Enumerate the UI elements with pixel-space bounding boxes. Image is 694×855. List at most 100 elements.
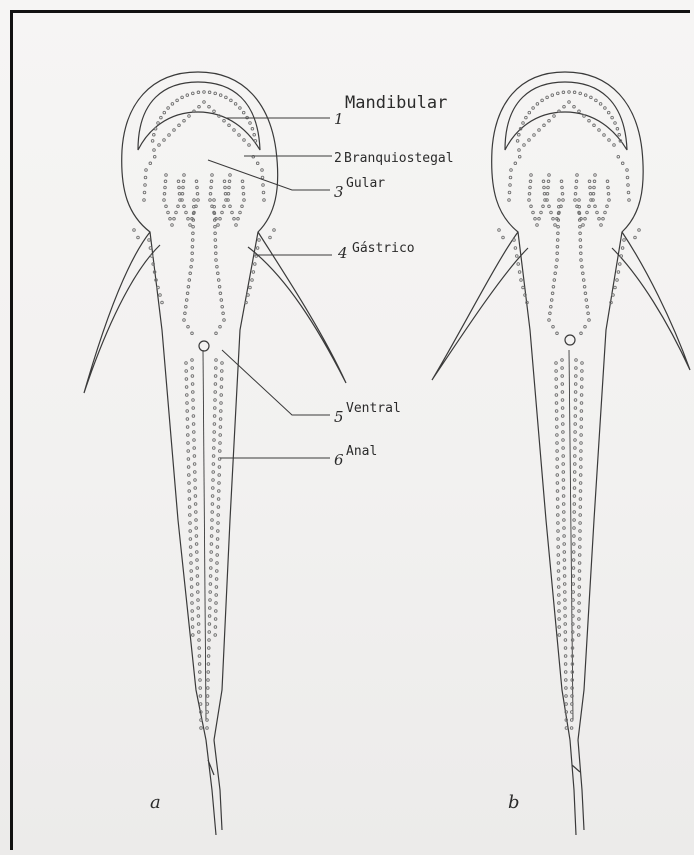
sensory-pore-dot	[191, 259, 194, 262]
sensory-pore-dot	[618, 134, 621, 137]
fish-a-barbel-left	[84, 232, 160, 393]
sensory-pore-dot	[573, 503, 576, 506]
sensory-pore-dot	[198, 655, 201, 658]
sensory-pore-dot	[239, 211, 242, 214]
sensory-pore-dot	[238, 134, 241, 137]
sensory-pore-dot	[590, 96, 593, 99]
sensory-pore-dot	[208, 631, 211, 634]
sensory-pore-dot	[208, 615, 211, 618]
sensory-pore-dot	[574, 407, 577, 410]
sensory-pore-dot	[192, 92, 195, 95]
sensory-pore-dot	[217, 272, 220, 275]
sensory-pore-dot	[553, 115, 556, 118]
sensory-pore-dot	[574, 199, 577, 202]
sensory-pore-dot	[541, 99, 544, 102]
leader-lines	[208, 118, 332, 458]
sensory-pore-dot	[520, 279, 523, 282]
sensory-pore-dot	[207, 671, 210, 674]
sensory-pore-dot	[195, 511, 198, 514]
sensory-pore-dot	[193, 439, 196, 442]
sensory-pore-dot	[555, 394, 558, 397]
sensory-pore-dot	[194, 479, 197, 482]
sensory-pore-dot	[212, 455, 215, 458]
sensory-pore-dot	[159, 294, 162, 297]
sensory-pore-dot	[218, 474, 221, 477]
sensory-pore-dot	[558, 594, 561, 597]
sensory-pore-dot	[593, 124, 596, 127]
sensory-pore-dot	[173, 129, 176, 132]
sensory-pore-dot	[227, 193, 230, 196]
sensory-pore-dot	[220, 299, 223, 302]
sensory-pore-dot	[212, 463, 215, 466]
sensory-pore-dot	[167, 107, 170, 110]
sensory-pore-dot	[208, 639, 211, 642]
sensory-pore-dot	[574, 439, 577, 442]
sensory-pore-dot	[191, 252, 194, 255]
sensory-pore-dot	[223, 319, 226, 322]
sensory-pore-dot	[588, 205, 591, 208]
sensory-pore-dot	[578, 110, 581, 113]
sensory-pore-dot	[145, 169, 148, 172]
sensory-pore-dot	[638, 229, 641, 232]
sensory-pore-dot	[538, 129, 541, 132]
sensory-pore-dot	[557, 538, 560, 541]
sensory-pore-dot	[188, 498, 191, 501]
sensory-pore-dot	[553, 279, 556, 282]
sensory-pore-dot	[573, 511, 576, 514]
sensory-pore-dot	[221, 362, 224, 365]
sensory-pore-dot	[188, 115, 191, 118]
sensory-pore-dot	[574, 463, 577, 466]
sensory-pore-dot	[234, 103, 237, 106]
sensory-pore-dot	[220, 402, 223, 405]
sensory-pore-dot	[261, 176, 264, 179]
sensory-pore-dot	[561, 193, 564, 196]
sensory-pore-dot	[216, 570, 219, 573]
sensory-pore-dot	[578, 205, 581, 208]
sensory-pore-dot	[221, 211, 224, 214]
sensory-pore-dot	[242, 186, 245, 189]
sensory-pore-dot	[197, 199, 200, 202]
sensory-pore-dot	[522, 286, 525, 289]
sensory-pore-dot	[225, 96, 228, 99]
sensory-pore-dot	[581, 378, 584, 381]
sensory-pore-dot	[572, 623, 575, 626]
sensory-pore-dot	[191, 332, 194, 335]
sensory-pore-dot	[178, 186, 181, 189]
sensory-pore-dot	[181, 193, 184, 196]
sensory-pore-dot	[564, 607, 567, 610]
sensory-pore-dot	[200, 727, 203, 730]
sensory-pore-dot	[196, 575, 199, 578]
sensory-pore-dot	[189, 522, 192, 525]
sensory-pore-dot	[189, 530, 192, 533]
sensory-pore-dot	[207, 679, 210, 682]
sensory-pore-dot	[580, 458, 583, 461]
sensory-pore-dot	[563, 519, 566, 522]
sensory-pore-dot	[561, 375, 564, 378]
sensory-pore-dot	[211, 503, 214, 506]
sensory-pore-dot	[552, 285, 555, 288]
sensory-pore-dot	[513, 239, 516, 242]
sensory-pore-dot	[578, 578, 581, 581]
sensory-pore-dot	[562, 455, 565, 458]
sensory-pore-dot	[143, 199, 146, 202]
sensory-pore-dot	[214, 407, 217, 410]
sensory-pore-dot	[191, 594, 194, 597]
sensory-pore-dot	[186, 418, 189, 421]
sensory-pore-dot	[229, 174, 232, 177]
sensory-pore-dot	[228, 124, 231, 127]
sensory-pore-dot	[192, 225, 195, 228]
sensory-pore-dot	[621, 247, 624, 250]
sensory-pore-dot	[547, 186, 550, 189]
sensory-pore-dot	[580, 418, 583, 421]
sensory-pore-dot	[530, 205, 533, 208]
sensory-pore-dot	[218, 466, 221, 469]
sensory-pore-dot	[214, 634, 217, 637]
sensory-pore-dot	[185, 386, 188, 389]
sensory-pore-dot	[196, 567, 199, 570]
sensory-pore-dot	[574, 399, 577, 402]
sensory-pore-dot	[213, 110, 216, 113]
sensory-pore-dot	[191, 602, 194, 605]
sensory-pore-dot	[543, 124, 546, 127]
sensory-pore-dot	[214, 225, 217, 228]
